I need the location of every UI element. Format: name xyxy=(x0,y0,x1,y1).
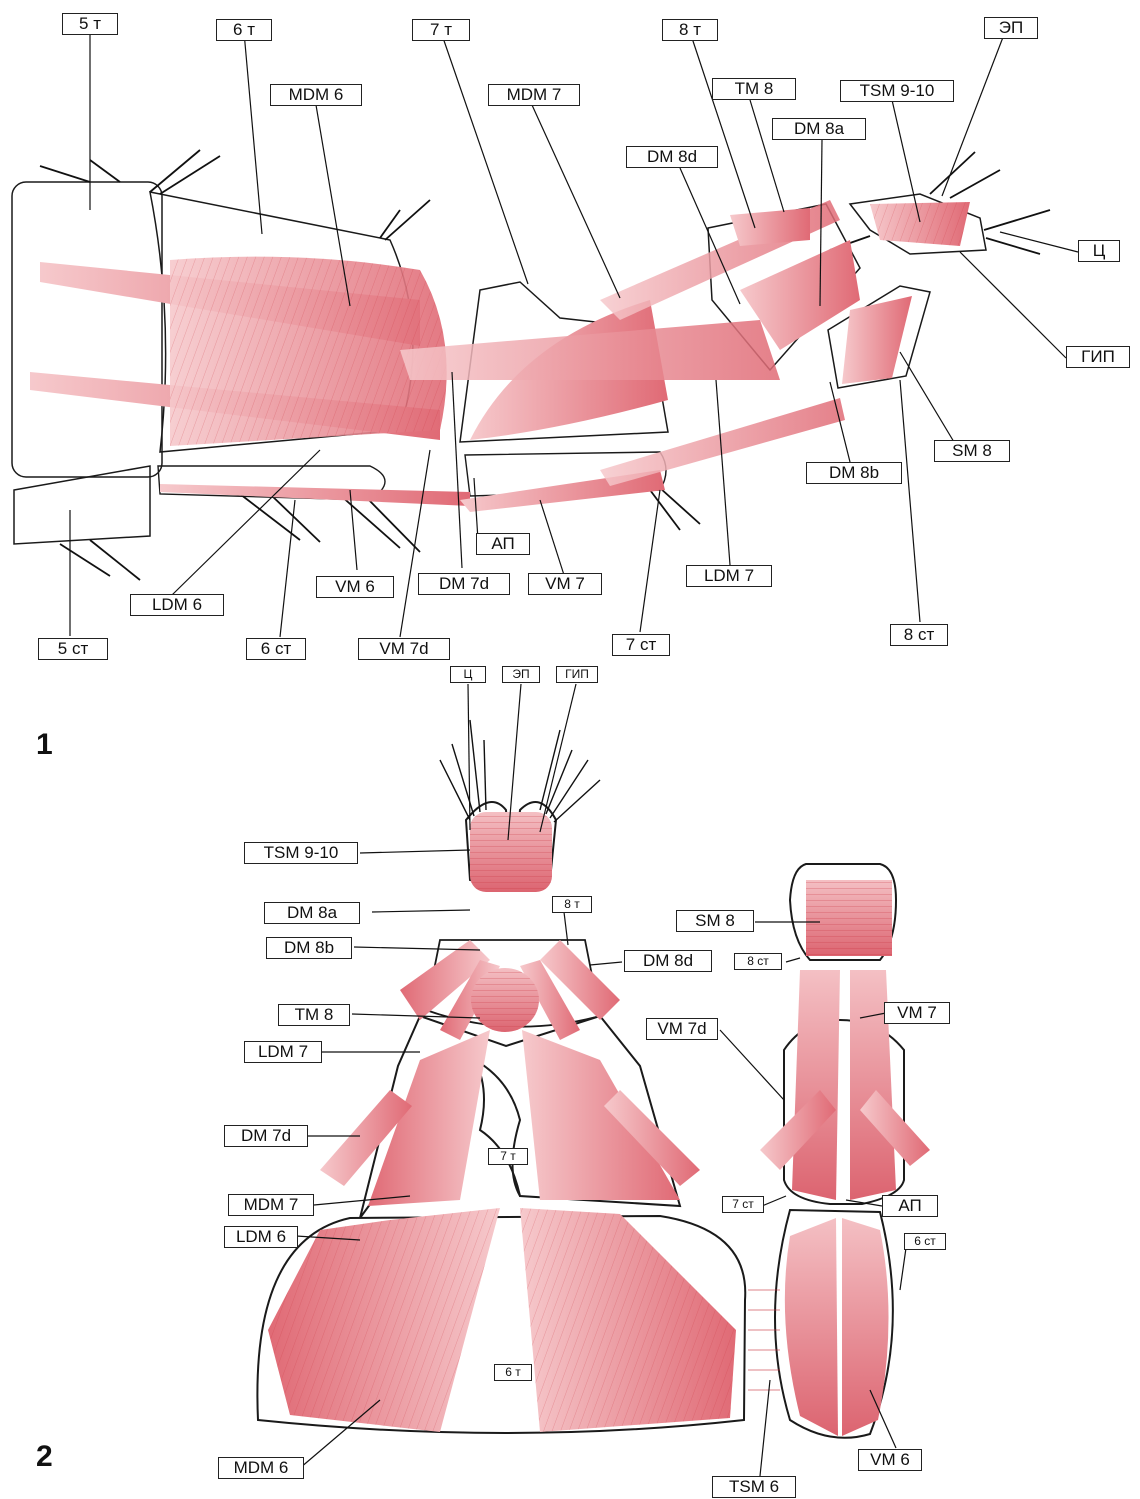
label-tm8: TM 8 xyxy=(712,78,796,100)
label-2-vm6: VM 6 xyxy=(858,1449,922,1471)
label-dm8d: DM 8d xyxy=(626,146,718,168)
label-2-anal-plate: АП xyxy=(882,1195,938,1217)
figure-2-bristles xyxy=(440,720,600,822)
label-2-ldm6: LDM 6 xyxy=(224,1226,298,1248)
label-2-6-tergite: 6 т xyxy=(494,1364,532,1381)
label-ldm7: LDM 7 xyxy=(686,565,772,587)
label-2-epiproct: ЭП xyxy=(502,666,540,683)
label-vm7d: VM 7d xyxy=(358,638,450,660)
label-2-mdm6: MDM 6 xyxy=(218,1457,304,1479)
label-ldm6: LDM 6 xyxy=(130,594,224,616)
label-7-sternite: 7 ст xyxy=(612,634,670,656)
label-2-cercus: Ц xyxy=(450,666,486,683)
label-2-tsm6: TSM 6 xyxy=(712,1476,796,1498)
label-mdm6: MDM 6 xyxy=(270,84,362,106)
label-2-dm7d: DM 7d xyxy=(224,1125,308,1147)
label-5-sternite: 5 ст xyxy=(38,638,108,660)
label-2-tm8: TM 8 xyxy=(278,1004,350,1026)
label-2-8-sternite: 8 ст xyxy=(734,953,782,970)
label-2-sm8: SM 8 xyxy=(676,910,754,932)
label-6-tergite: 6 т xyxy=(216,19,272,41)
label-2-mdm7: MDM 7 xyxy=(228,1194,314,1216)
segment-5-tergite xyxy=(12,182,162,477)
label-2-vm7d: VM 7d xyxy=(646,1018,718,1040)
label-dm8a: DM 8a xyxy=(772,118,866,140)
label-8-sternite: 8 ст xyxy=(890,624,948,646)
label-anal-plate: АП xyxy=(476,533,530,555)
label-cercus: Ц xyxy=(1078,240,1120,262)
label-mdm7: MDM 7 xyxy=(488,84,580,106)
label-vm6: VM 6 xyxy=(316,576,394,598)
label-5-tergite: 5 т xyxy=(62,13,118,35)
label-2-6-sternite: 6 ст xyxy=(904,1233,946,1250)
label-tsm9-10: TSM 9-10 xyxy=(840,80,954,102)
label-hypoproct: ГИП xyxy=(1066,346,1130,368)
label-dm8b: DM 8b xyxy=(806,462,902,484)
label-sm8: SM 8 xyxy=(934,440,1010,462)
label-2-tsm9-10: TSM 9-10 xyxy=(244,842,358,864)
label-7-tergite: 7 т xyxy=(412,19,470,41)
label-vm7: VM 7 xyxy=(528,573,602,595)
label-6-sternite: 6 ст xyxy=(246,638,306,660)
label-2-dm8d: DM 8d xyxy=(624,950,712,972)
label-2-vm7: VM 7 xyxy=(884,1002,950,1024)
label-2-dm8a: DM 8a xyxy=(264,902,360,924)
label-2-dm8b: DM 8b xyxy=(266,937,352,959)
label-epiproct: ЭП xyxy=(984,17,1038,39)
label-2-7-tergite: 7 т xyxy=(488,1148,528,1165)
label-2-7-sternite: 7 ст xyxy=(722,1196,764,1213)
label-dm7d: DM 7d xyxy=(418,573,510,595)
label-2-ldm7: LDM 7 xyxy=(244,1041,322,1063)
label-2-8-tergite: 8 т xyxy=(552,896,592,913)
label-2-hypoproct: ГИП xyxy=(556,666,598,683)
figure-number-1: 1 xyxy=(36,728,53,762)
figure-number-2: 2 xyxy=(36,1440,53,1474)
label-8-tergite: 8 т xyxy=(662,19,718,41)
